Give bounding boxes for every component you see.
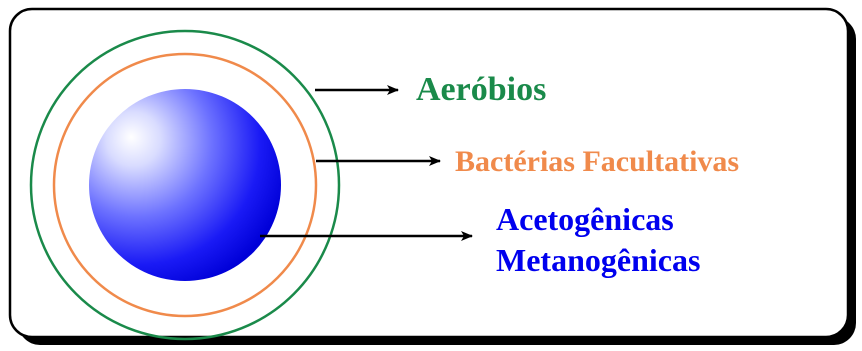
label-facultative: Bactérias Facultativas [455,145,739,178]
label-aerobic: Aeróbios [416,71,546,108]
label-methanogenic: Metanogênicas [496,242,700,278]
anaerobic-core-sphere [89,89,281,281]
label-acetogenic: Acetogênicas [496,201,674,237]
